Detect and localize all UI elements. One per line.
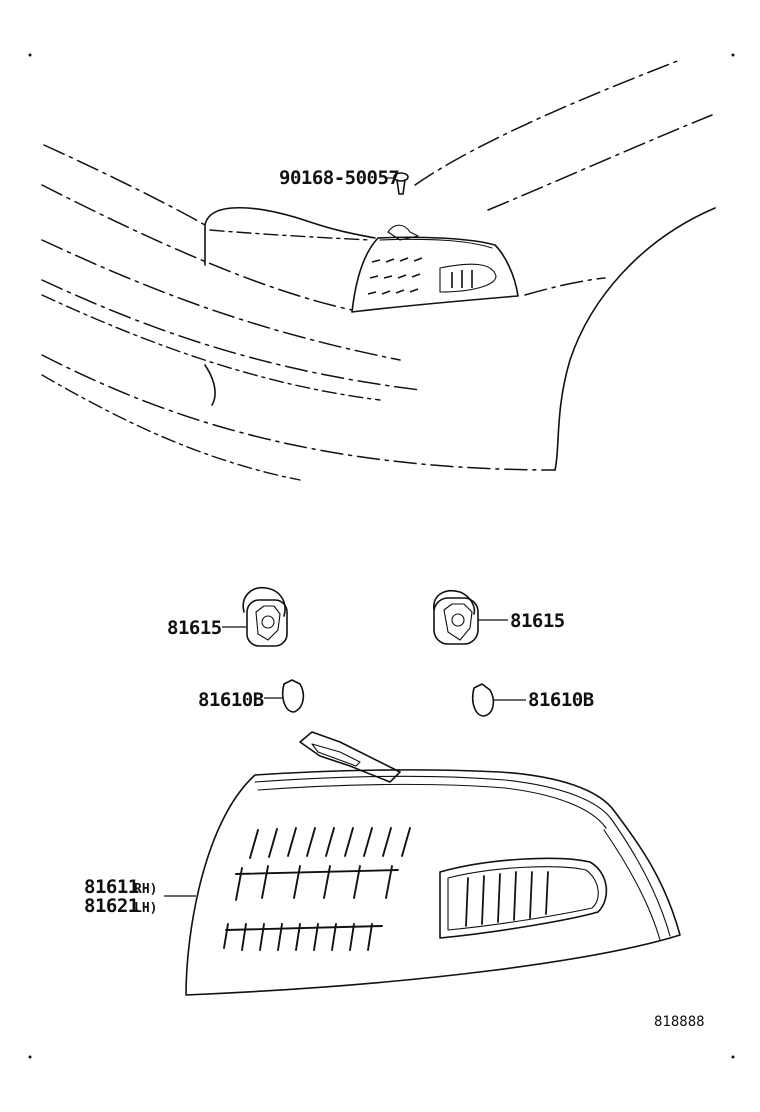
bulb-left-part-number: 81610B [198,689,264,711]
screw-icon [385,172,409,195]
socket-left-part-number: 81615 [167,617,222,639]
bulb-right-icon [471,683,526,717]
corner-lamp-assembly [164,731,681,996]
installed-corner-lamp [351,224,519,313]
diagram-id: 818888 [654,1014,705,1030]
lamp-lh-part-number: 81621 [84,895,139,917]
socket-left-icon [222,587,288,647]
screw-part-number: 90168-50057 [279,167,399,189]
registration-marks [28,53,735,1059]
bulb-right-part-number: 81610B [528,689,594,711]
vehicle-front-outline [41,59,716,481]
socket-right-icon [433,590,508,645]
lamp-rh-side: RH) [134,882,157,897]
bulb-left-icon [264,679,305,713]
lamp-rh-part-number: 81611 [84,876,139,898]
socket-right-part-number: 81615 [510,610,565,632]
lamp-lh-side: LH) [134,901,157,916]
